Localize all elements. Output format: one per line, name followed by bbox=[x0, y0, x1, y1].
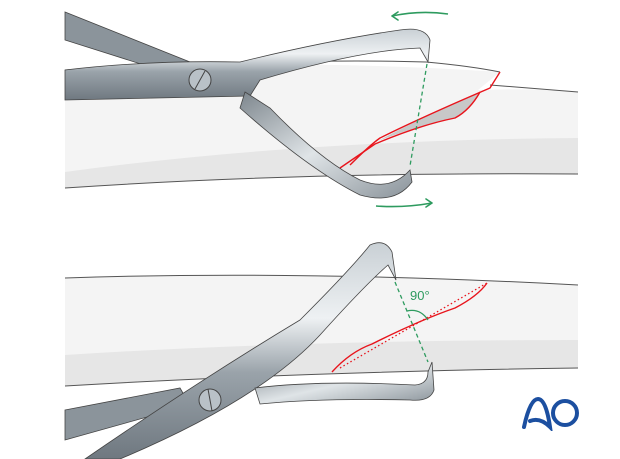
rotation-arrow-bottom-icon bbox=[375, 198, 433, 208]
forceps-top bbox=[64, 11, 431, 199]
fracture-top bbox=[339, 71, 501, 169]
fracture-bottom bbox=[331, 282, 488, 373]
ao-logo-icon bbox=[522, 396, 579, 433]
forceps-bottom bbox=[64, 242, 435, 459]
angle-arc-icon bbox=[406, 309, 429, 321]
angle-label: 90° bbox=[410, 288, 430, 303]
guide-line-top bbox=[409, 63, 428, 167]
guide-line-bottom bbox=[394, 281, 429, 363]
ao-logo bbox=[520, 395, 582, 433]
rotation-arrow-top-icon bbox=[391, 11, 449, 21]
